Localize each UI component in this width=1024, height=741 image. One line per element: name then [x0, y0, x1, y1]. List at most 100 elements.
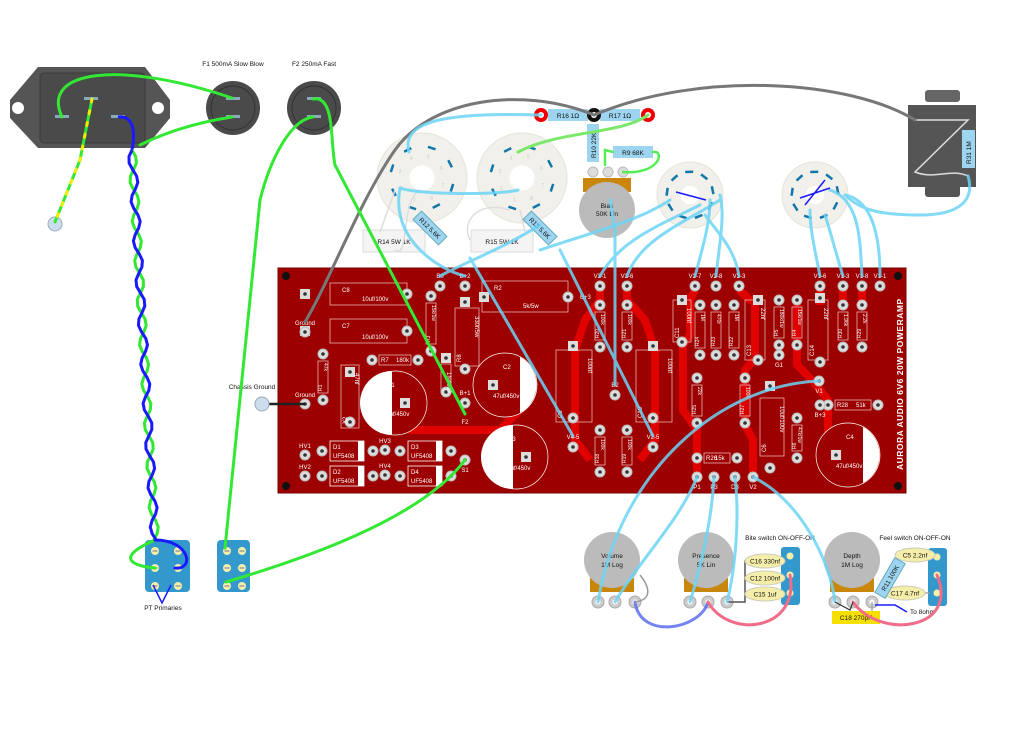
pad-g1: [773, 349, 785, 361]
pcb-pad: [316, 445, 328, 457]
wire-blue-d3: [725, 475, 739, 604]
part-value: UF5408: [411, 479, 433, 485]
pcb-pad: [831, 450, 841, 460]
pcb-board: AURORA AUDIO 6V6 20W POWERAMP C810uf/100…: [277, 267, 907, 494]
c17-label: C17 4.7nf: [891, 591, 919, 598]
bite-switch-label: Bite switch ON-OFF-ON: [745, 535, 815, 542]
part-value: 2.2k: [861, 314, 867, 324]
part-ref: R18: [595, 454, 601, 463]
pad-v18: [856, 280, 868, 292]
pcb-title: AURORA AUDIO 6V6 20W POWERAMP: [895, 298, 905, 470]
c16-capacitor: C16 330nf: [744, 553, 786, 569]
bias-network: R16 1Ω R17 1Ω R10 22K R9 68K Bias 50K Li…: [534, 108, 655, 238]
part-value: 100nf: [586, 358, 592, 373]
wire-green-f2: [311, 97, 467, 416]
pcb-pad: [488, 380, 498, 390]
pcb-pad: [739, 417, 751, 429]
part-ref: R20: [595, 329, 601, 338]
pcb-pad: [773, 339, 785, 351]
c5-capacitor: C5 2.2nf: [894, 547, 936, 563]
r10-label: R10 22K: [591, 132, 598, 158]
wire-blue-b2: [397, 186, 467, 278]
presence-pot-value: 5K Lin: [697, 562, 716, 569]
pad-v27: [689, 280, 701, 292]
part-value: 15k/1w: [430, 305, 436, 321]
pcb-pad: [621, 341, 633, 353]
wires: [53, 73, 972, 629]
pcb-pad: [773, 294, 785, 306]
c12-capacitor: C12 100nf: [744, 570, 786, 586]
pad-label-bp1: B+1: [460, 391, 472, 397]
pcb-pad: [791, 339, 803, 351]
pad-label-p1: P1: [693, 485, 701, 491]
r16-label: R16 1Ω: [557, 113, 579, 120]
pcb-pad: [764, 462, 776, 474]
tube-pin-number: 3: [499, 169, 502, 175]
bias-name: Bias: [601, 203, 614, 210]
part-value: 5k/5w: [523, 304, 539, 310]
wire-green-bias: [603, 148, 661, 174]
part-ref: C7: [342, 324, 350, 330]
part-value: 100k: [626, 314, 632, 325]
pcb-pad: [815, 293, 825, 303]
presence-pot-name: Presence: [692, 553, 720, 560]
pcb-pad: [791, 412, 803, 424]
part-ref: R24: [695, 337, 701, 346]
wire-blue-v2: [751, 475, 837, 604]
wire-blue-volume-presence: [633, 600, 710, 629]
part-value: 10uf/100v: [362, 335, 388, 341]
tube-pin-number: 7: [541, 183, 544, 189]
volume-pot-name: Volume: [601, 553, 623, 560]
tube-pin-number: 5: [427, 155, 430, 161]
pcb-pad: [648, 341, 658, 351]
terminal-strip-2: [217, 540, 250, 592]
pad-label-hv3: HV3: [379, 439, 391, 445]
wire-blue-p3: [688, 475, 716, 604]
wire-blue-v27: [693, 198, 712, 278]
wire-green-pt: [129, 538, 157, 570]
pad-label-v25: V2-5: [647, 435, 660, 441]
part-value: 22k: [696, 387, 702, 396]
part-ref: R7: [381, 358, 389, 364]
tube-socket-jumpers: [675, 179, 831, 206]
pcb-pad: [710, 299, 722, 311]
tube-pin-number: 6: [540, 166, 543, 172]
part-value: 47uf/450v: [504, 466, 530, 472]
part-value: 100k: [626, 439, 632, 450]
pad-label-ground2: Ground: [295, 393, 315, 399]
part-value: 22nf: [759, 308, 765, 320]
fuse-f2-label: F2 250mA Fast: [292, 61, 336, 68]
part-ref: R23: [711, 337, 717, 346]
pcb-pad: [425, 290, 437, 302]
wire-blue-r16: [406, 112, 543, 154]
part-ref: C14: [810, 344, 816, 356]
r17-label: R17 1Ω: [609, 113, 631, 120]
wire-twisted: [128, 149, 160, 541]
pcb-pad: [753, 295, 763, 305]
wire-pink-depth: [851, 573, 943, 627]
tube-pin-number: 6: [440, 166, 443, 172]
to-8ohm-label: To 8ohm: [910, 609, 935, 616]
part-ref: R25: [692, 405, 698, 414]
c18-label: C18 270pF: [840, 615, 872, 622]
part-value: 100nf: [666, 358, 672, 373]
part-value: 1.96k: [842, 314, 848, 327]
pad-label-f2: F2: [461, 420, 469, 426]
tube-pin-number: 1: [413, 197, 416, 203]
pcb-pad: [621, 466, 633, 478]
wire-blue-grids: [398, 186, 520, 196]
chassis-ground-lug: [254, 396, 270, 412]
part-value: 100k: [744, 387, 750, 398]
pcb-pad: [567, 412, 579, 424]
pcb-pad: [316, 470, 328, 482]
wire-blue-v16: [808, 208, 822, 278]
c5-label: C5 2.2nf: [903, 553, 928, 560]
part-value: 180k: [396, 358, 410, 364]
